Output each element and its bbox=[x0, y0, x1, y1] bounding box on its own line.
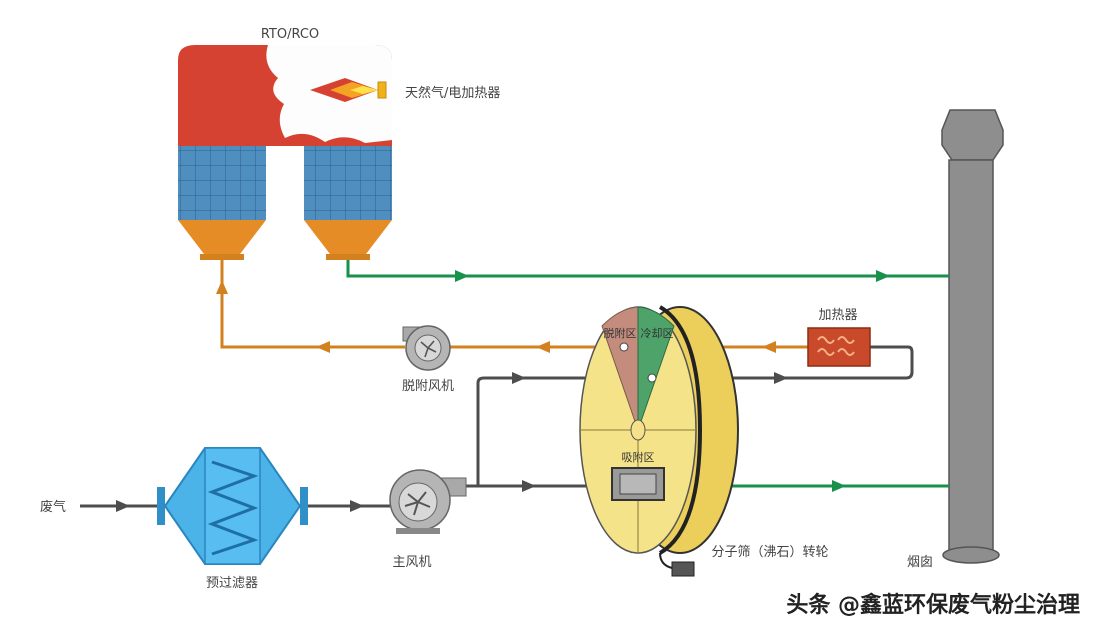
cooling-zone bbox=[637, 306, 675, 431]
prefilter: 预过滤器 bbox=[157, 447, 308, 591]
process-line-bypass bbox=[476, 376, 590, 486]
main-fan-label: 主风机 bbox=[392, 555, 431, 570]
rto-title: RTO/RCO bbox=[261, 27, 319, 42]
drive-belt bbox=[659, 552, 673, 569]
desorption-fan-label: 脱附风机 bbox=[402, 379, 454, 394]
hopper-right bbox=[304, 220, 392, 254]
watermark-text: 头条 @鑫蓝环保废气粉尘治理 bbox=[786, 592, 1080, 618]
clean-line-rto-to-chimney bbox=[346, 260, 949, 278]
desorption-zone-label: 脱附区 bbox=[604, 326, 637, 340]
ceramic-bed-left bbox=[178, 146, 266, 220]
chimney-label: 烟囱 bbox=[907, 555, 933, 570]
drive-motor bbox=[671, 561, 695, 577]
rto-unit: RTO/RCO 天然气/电加热器 bbox=[178, 27, 500, 260]
desorption-fan: 脱附风机 bbox=[402, 325, 454, 394]
inlet-gas-label: 废气 bbox=[40, 499, 66, 515]
hopper-left bbox=[178, 220, 266, 254]
zeolite-rotor: 脱附区 冷却区 吸附区 分子筛（沸石）转轮 bbox=[579, 305, 829, 577]
heater-label: 加热器 bbox=[818, 308, 857, 323]
burner-label: 天然气/电加热器 bbox=[405, 85, 500, 101]
ceramic-bed-right bbox=[304, 146, 392, 220]
desorption-line bbox=[220, 260, 808, 349]
burner-flame-icon bbox=[310, 78, 387, 102]
prefilter-label: 预过滤器 bbox=[206, 576, 258, 591]
process-line-cooling bbox=[700, 345, 914, 380]
cooling-zone-label: 冷却区 bbox=[641, 327, 674, 340]
main-fan: 主风机 bbox=[389, 469, 467, 570]
adsorption-zone-label: 吸附区 bbox=[622, 450, 655, 464]
chimney: 烟囱 bbox=[907, 109, 1004, 570]
rotor-label: 分子筛（沸石）转轮 bbox=[711, 545, 828, 560]
heater: 加热器 bbox=[807, 308, 871, 367]
